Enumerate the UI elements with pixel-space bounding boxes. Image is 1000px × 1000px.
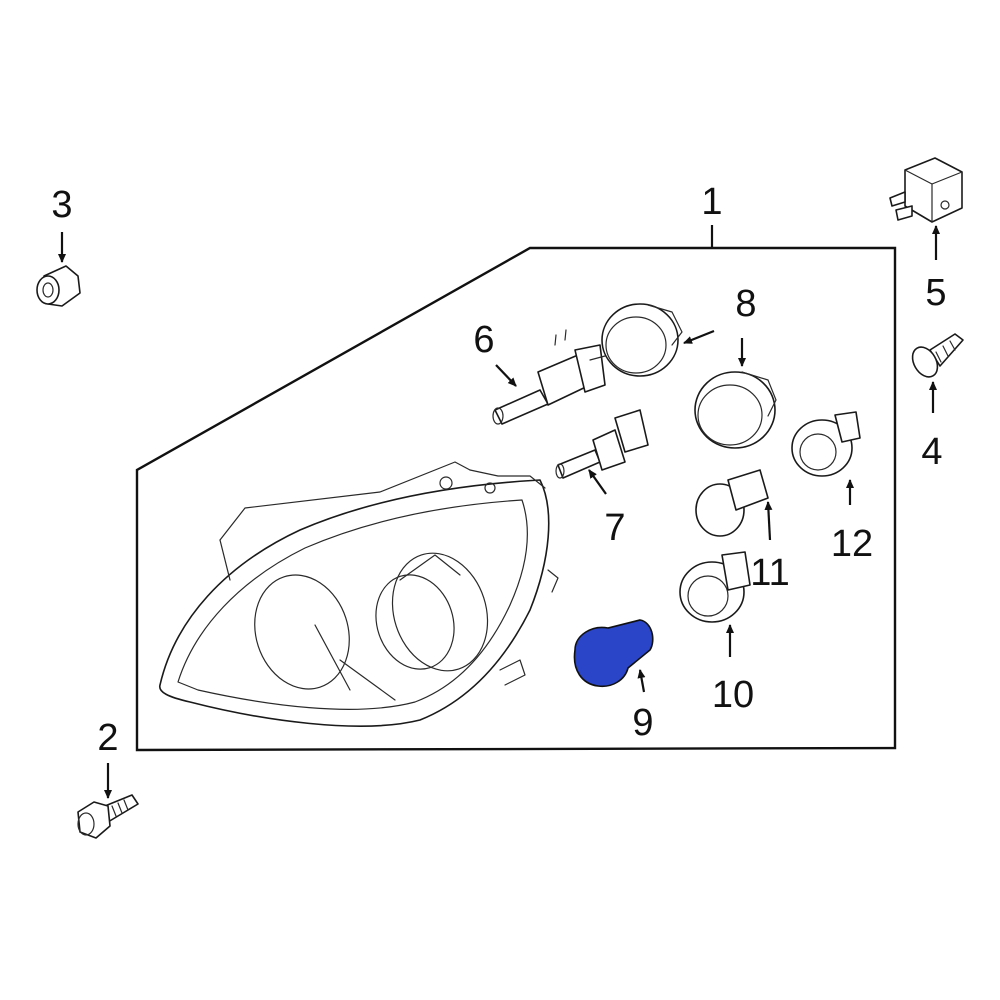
bulb-part-9-highlighted[interactable] bbox=[573, 619, 654, 688]
leader-lines bbox=[58, 225, 940, 799]
callout-10: 10 bbox=[712, 674, 754, 716]
callout-8: 8 bbox=[735, 283, 756, 325]
bulb-part-6[interactable] bbox=[492, 329, 606, 425]
clip-nut-part-3[interactable] bbox=[36, 265, 81, 307]
headlamp-assembly[interactable] bbox=[159, 461, 559, 727]
callout-5: 5 bbox=[925, 272, 946, 314]
callout-9: 9 bbox=[632, 702, 653, 744]
bulb-part-7[interactable] bbox=[555, 409, 649, 479]
socket-part-12[interactable] bbox=[791, 411, 861, 477]
callout-7: 7 bbox=[604, 507, 625, 549]
assembly-frame bbox=[135, 246, 897, 752]
bolt-part-2[interactable] bbox=[77, 794, 139, 839]
callout-12: 12 bbox=[831, 523, 873, 565]
screw-part-4[interactable] bbox=[907, 333, 964, 381]
socket-part-10[interactable] bbox=[679, 551, 751, 623]
callout-4: 4 bbox=[921, 431, 942, 473]
callout-3: 3 bbox=[51, 184, 72, 226]
callout-1: 1 bbox=[701, 181, 722, 223]
socket-part-unlabeled[interactable] bbox=[601, 303, 683, 377]
callout-11: 11 bbox=[750, 552, 789, 594]
bulb-part-11[interactable] bbox=[695, 469, 769, 537]
callout-2: 2 bbox=[97, 717, 118, 759]
callout-6: 6 bbox=[473, 319, 494, 361]
relay-part-5[interactable] bbox=[889, 157, 963, 223]
socket-part-8[interactable] bbox=[694, 371, 777, 449]
